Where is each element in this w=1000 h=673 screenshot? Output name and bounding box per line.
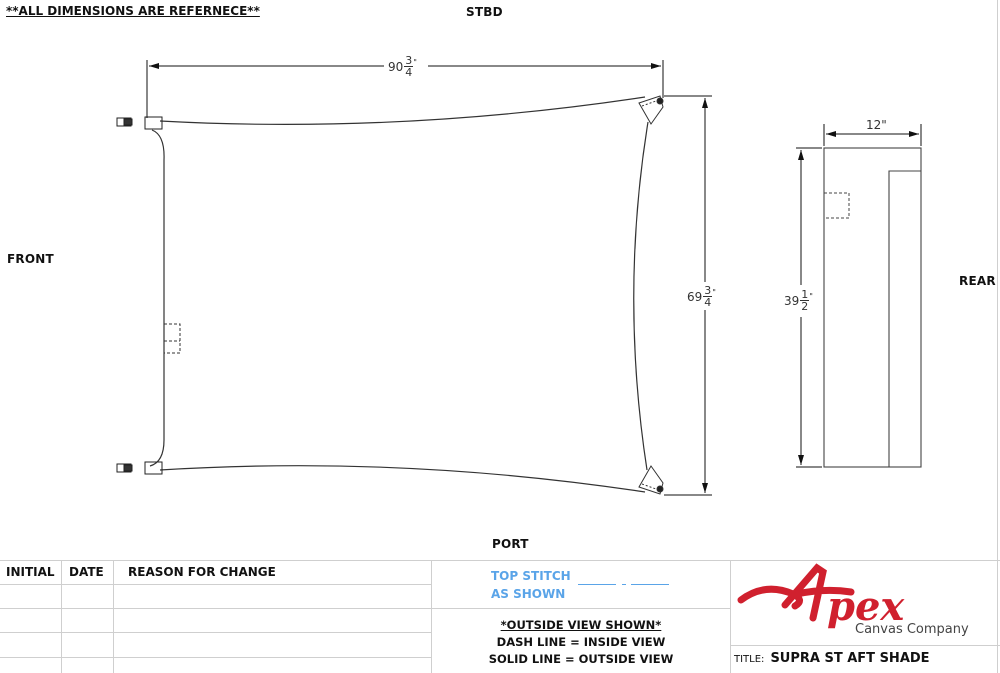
stbd-label: STBD: [466, 5, 503, 19]
divider: [730, 560, 731, 673]
divider: [0, 608, 730, 609]
view-legend: *OUTSIDE VIEW SHOWN* DASH LINE = INSIDE …: [488, 618, 674, 666]
divider: [0, 632, 432, 633]
header-date: DATE: [69, 565, 104, 579]
top-stitch-note: TOP STITCH AS SHOWN: [491, 569, 571, 601]
height-dimension-label: 69 3 4 ": [687, 284, 716, 309]
buckle-icon: [116, 116, 163, 130]
apex-logo: pex Canvas Company: [735, 560, 997, 645]
stitch-line-sample: [622, 584, 626, 585]
side-height-dimension-label: 39 1 2 ": [784, 288, 813, 313]
shade-drawing: [116, 60, 922, 496]
divider: [113, 560, 114, 673]
buckle-icon: [116, 461, 163, 475]
corner-patch-icon: [638, 465, 664, 495]
side-width-dimension-label: 12": [866, 118, 887, 132]
right-border: [997, 0, 998, 673]
shade-outline: [149, 96, 649, 493]
width-dimension-lines: [146, 60, 664, 118]
svg-text:pex: pex: [827, 583, 905, 630]
side-view: [823, 147, 922, 468]
stitch-line-sample: [578, 584, 616, 585]
divider: [0, 657, 432, 658]
front-label: FRONT: [7, 252, 54, 266]
corner-patch-icon: [638, 95, 664, 125]
apex-logo-icon: pex: [737, 563, 905, 630]
divider: [730, 645, 1000, 646]
divider: [0, 584, 432, 585]
height-dimension-lines: [664, 95, 712, 496]
reference-note: **ALL DIMENSIONS ARE REFERNECE**: [6, 4, 260, 18]
port-label: PORT: [492, 537, 529, 551]
logo-subtitle: Canvas Company: [855, 622, 969, 637]
stitch-line-sample: [631, 584, 669, 585]
drawing-title: TITLE:SUPRA ST AFT SHADE: [734, 651, 930, 666]
pocket-dashed-icon: [164, 323, 181, 354]
rear-label: REAR: [959, 274, 996, 288]
divider: [61, 560, 62, 673]
title-block-top-border: [0, 560, 1000, 561]
header-reason-for-change: REASON FOR CHANGE: [128, 565, 276, 579]
divider: [431, 560, 432, 673]
width-dimension-label: 90 3 4 ": [388, 54, 417, 79]
side-pocket-dashed-icon: [824, 192, 850, 219]
header-initial: INITIAL: [6, 565, 55, 579]
